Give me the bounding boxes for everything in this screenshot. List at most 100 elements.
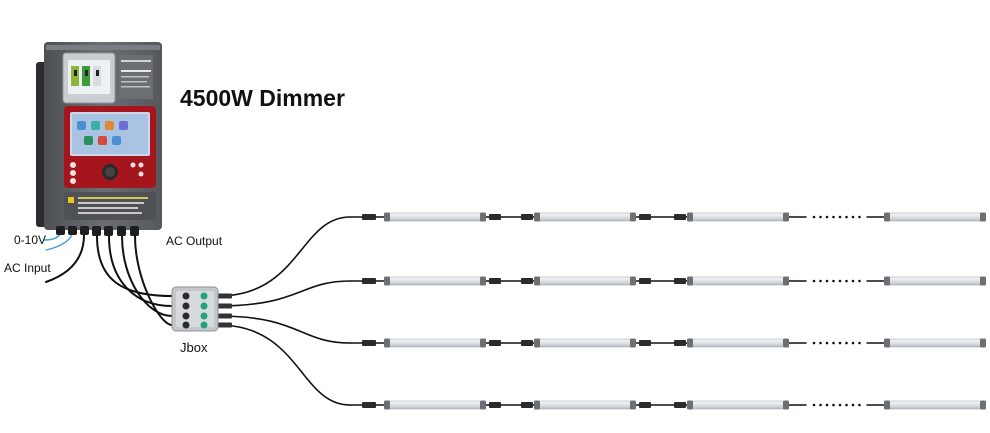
output-cable: [134, 235, 173, 326]
cable-gland: [218, 303, 232, 309]
connector: [639, 340, 651, 346]
ellipsis-dots-icon: [845, 279, 848, 283]
dimmer-unit-icon: [36, 42, 162, 236]
led-tube-icon: [536, 338, 634, 348]
ellipsis-dots-icon: [812, 215, 816, 219]
connector: [362, 278, 376, 284]
led-tube-icon: [536, 400, 634, 410]
ellipsis-dots-icon: [819, 403, 822, 407]
ellipsis-dots-icon: [819, 279, 822, 283]
ellipsis-dots-icon: [851, 215, 855, 219]
ellipsis-dots-icon: [812, 341, 816, 345]
ellipsis-dots-icon: [845, 403, 848, 407]
junction-box-icon: [171, 286, 219, 332]
diagram-title: 4500W Dimmer: [180, 85, 345, 111]
tube-endcap: [534, 338, 540, 348]
row-feed-cable: [217, 216, 351, 297]
ellipsis-dots-icon: [858, 341, 861, 345]
tube-endcap: [687, 276, 693, 286]
ellipsis-dots-icon: [838, 403, 842, 407]
ellipsis-dots-icon: [838, 279, 842, 283]
led-tube-icon: [886, 400, 984, 410]
led-tube-icon: [689, 212, 787, 222]
fixture-layer: [384, 212, 986, 410]
led-tube-icon: [536, 276, 634, 286]
ac-output-label: AC Output: [166, 234, 223, 248]
tube-endcap: [884, 212, 890, 222]
led-tube-icon: [886, 338, 984, 348]
ellipsis-dots-icon: [812, 403, 816, 407]
connector: [521, 402, 533, 408]
output-cable: [96, 235, 173, 297]
tube-endcap: [480, 212, 486, 222]
cable-gland: [218, 313, 232, 319]
connector: [639, 402, 651, 408]
ellipsis-dots-icon: [819, 215, 822, 219]
tube-endcap: [884, 400, 890, 410]
ellipsis-dots-icon: [825, 215, 829, 219]
ellipsis-dots-icon: [851, 279, 855, 283]
ellipsis-dots-icon: [832, 279, 835, 283]
connector: [362, 340, 376, 346]
connector: [489, 340, 501, 346]
tube-endcap: [384, 276, 390, 286]
row-feed-cable: [217, 315, 351, 344]
connector: [674, 214, 686, 220]
tube-endcap: [884, 276, 890, 286]
connector: [639, 214, 651, 220]
connector: [521, 340, 533, 346]
tube-endcap: [980, 276, 986, 286]
row-feed-cable: [217, 280, 351, 307]
ellipsis-dots-icon: [812, 279, 816, 283]
ellipsis-dots-icon: [825, 279, 829, 283]
tube-endcap: [783, 400, 789, 410]
connector: [362, 214, 376, 220]
output-cable: [108, 235, 173, 307]
tube-endcap: [534, 212, 540, 222]
tube-endcap: [783, 276, 789, 286]
ellipsis-dots-icon: [851, 403, 855, 407]
ellipsis-dots-icon: [825, 403, 829, 407]
ellipsis-dots-icon: [838, 215, 842, 219]
connector: [521, 214, 533, 220]
tube-endcap: [687, 212, 693, 222]
tube-endcap: [980, 338, 986, 348]
connector: [521, 278, 533, 284]
cable-layer: [43, 214, 888, 408]
tube-endcap: [884, 338, 890, 348]
connector: [639, 278, 651, 284]
ellipsis-dots-icon: [832, 341, 835, 345]
tube-endcap: [480, 400, 486, 410]
cable-gland: [218, 322, 232, 328]
tube-endcap: [630, 212, 636, 222]
connector: [674, 340, 686, 346]
led-tube-icon: [689, 338, 787, 348]
led-tube-icon: [886, 276, 984, 286]
tube-endcap: [980, 212, 986, 222]
led-tube-icon: [886, 212, 984, 222]
led-tube-icon: [689, 276, 787, 286]
tube-endcap: [980, 400, 986, 410]
cable-gland: [218, 293, 232, 299]
jbox-label: Jbox: [180, 340, 208, 355]
led-tube-icon: [386, 212, 484, 222]
tube-endcap: [534, 276, 540, 286]
ellipsis-dots-icon: [832, 215, 835, 219]
connector: [674, 402, 686, 408]
ellipsis-dots-icon: [825, 341, 829, 345]
tube-endcap: [783, 212, 789, 222]
ellipsis-dots-icon: [851, 341, 855, 345]
led-tube-icon: [386, 338, 484, 348]
tube-endcap: [384, 212, 390, 222]
tube-endcap: [480, 338, 486, 348]
tube-endcap: [630, 400, 636, 410]
tube-endcap: [384, 338, 390, 348]
ellipsis-dots-icon: [858, 215, 861, 219]
connector: [489, 402, 501, 408]
tube-endcap: [480, 276, 486, 286]
ellipsis-dots-icon: [845, 215, 848, 219]
ellipsis-dots-icon: [832, 403, 835, 407]
ellipsis-dots-icon: [838, 341, 842, 345]
tube-endcap: [384, 400, 390, 410]
